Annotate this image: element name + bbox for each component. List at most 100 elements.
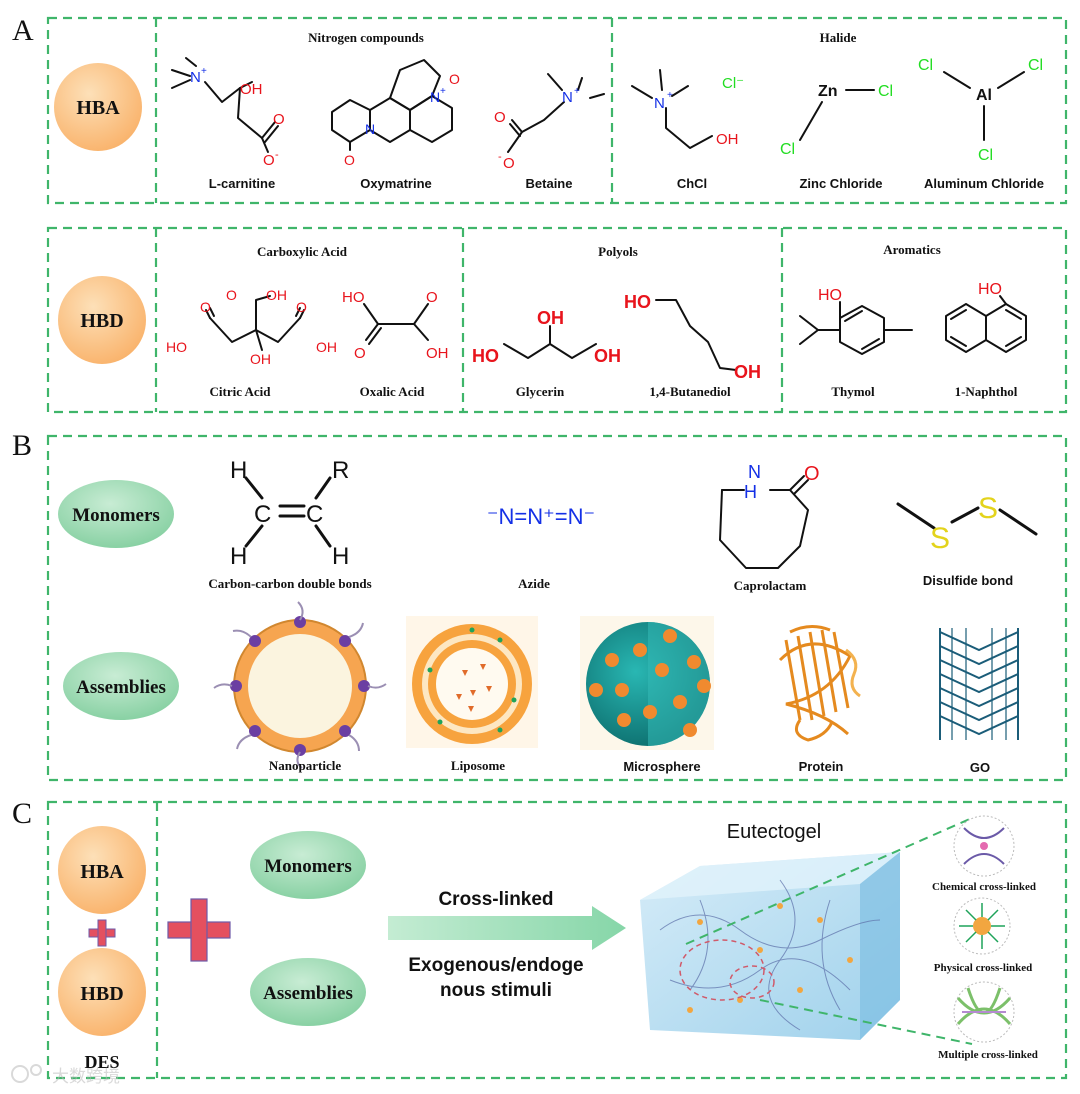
hba-badge-label: HBA [76,97,120,119]
group-title-polyols: Polyols [598,244,638,259]
svg-text:N: N [654,95,665,112]
chemical-crosslink-inset [953,815,1015,877]
label-naphthol: 1-Naphthol [955,384,1018,399]
label-go: GO [970,760,990,775]
label-betaine: Betaine [526,176,573,191]
svg-text:H: H [744,482,757,502]
hba-badge [54,63,142,151]
svg-text:N: N [748,462,761,482]
assemblies-badge [63,652,179,720]
liposome-illustration [406,616,538,748]
label-disulfide: Disulfide bond [923,573,1013,588]
c-hbd-badge [58,948,146,1036]
go-illustration [939,628,1019,740]
svg-text:Cl⁻: Cl⁻ [722,75,744,92]
svg-text:O: O [503,155,515,172]
cross-link-arrow [388,906,626,950]
svg-text:HO: HO [342,289,365,306]
zinc-chloride-structure: Zn Cl Cl [780,83,893,158]
c-assemblies-label: Assemblies [263,983,353,1004]
svg-text:-: - [498,151,502,163]
svg-text:HO: HO [818,287,842,304]
svg-text:O: O [426,289,438,306]
label-multiple-crosslink: Multiple cross-linked [938,1049,1038,1061]
group-title-halide: Halide [820,30,857,45]
svg-text:H: H [230,457,247,484]
citric-acid-structure: O HO O OH OH O OH [166,287,337,367]
label-oxymatrine: Oxymatrine [360,176,432,191]
label-protein: Protein [799,759,844,774]
assemblies-badge-label: Assemblies [76,677,166,698]
double-bond-structure: H R C C H H [230,457,349,570]
svg-text:Zn: Zn [818,83,838,100]
svg-text:N: N [430,89,440,105]
hba-row: HBA Nitrogen compounds Halide N + OH O O… [46,16,1068,205]
arrow-label-bottom-1: Exogenous/endoge [408,955,583,976]
svg-text:Cl: Cl [1028,57,1043,74]
svg-text:HO: HO [624,292,651,312]
betaine-structure: N + O O - [494,73,605,172]
label-thymol: Thymol [831,384,875,399]
label-l-carnitine: L-carnitine [209,176,275,191]
group-title-carboxylic: Carboxylic Acid [257,244,348,259]
label-oxalic-acid: Oxalic Acid [360,384,425,399]
svg-text:Cl: Cl [978,147,993,164]
svg-text:O: O [344,152,355,168]
large-plus-icon [167,898,231,962]
label-double-bond: Carbon-carbon double bonds [208,576,371,591]
multiple-crosslink-inset [953,981,1015,1043]
svg-text:Cl: Cl [780,141,795,158]
label-microsphere: Microsphere [623,759,700,774]
svg-text:+: + [440,86,446,97]
svg-text:S: S [930,522,950,555]
zoom-lines [685,817,973,1045]
svg-text:HO: HO [166,339,187,355]
c-hba-label: HBA [80,861,124,883]
naphthol-structure: HO [945,281,1027,353]
watermark: 大数跨境 [11,1064,120,1086]
group-title-nitrogen: Nitrogen compounds [308,30,424,45]
caprolactam-structure: H N O [719,462,820,569]
label-glycerin: Glycerin [516,384,565,399]
svg-text:H: H [230,543,247,570]
eutectogel-cube [640,852,900,1040]
svg-text:OH: OH [250,351,271,367]
label-citric-acid: Citric Acid [209,384,271,399]
physical-crosslink-inset [953,897,1011,955]
svg-text:O: O [804,463,820,485]
label-azide: Azide [518,576,550,591]
svg-text:-: - [275,149,279,161]
svg-text:OH: OH [716,131,739,148]
svg-text:C: C [254,501,271,528]
svg-text:O: O [263,152,275,169]
svg-text:+: + [574,86,580,97]
butanediol-structure: HO OH [624,292,761,382]
svg-text:Al: Al [976,87,992,104]
label-nanoparticle: Nanoparticle [269,758,341,773]
disulfide-structure: S S [896,492,1038,555]
protein-illustration [778,625,861,742]
glycerin-structure: HO OH OH [472,308,621,366]
hbd-row: HBD Carboxylic Acid Polyols Aromatics O … [46,226,1068,414]
c-hbd-label: HBD [80,983,123,1005]
svg-text:O: O [200,299,211,315]
svg-text:HO: HO [978,281,1002,298]
hbd-badge-label: HBD [80,310,123,332]
svg-text:Cl: Cl [878,83,893,100]
svg-text:OH: OH [426,345,449,362]
svg-text:O: O [494,109,506,126]
panel-c: HBA HBD DES Monomers Assemblies Cross-li… [46,800,1068,1080]
svg-text:O: O [449,71,460,87]
oxymatrine-structure: N N + O O [331,59,460,168]
svg-text:OH: OH [240,81,263,98]
arrow-label-bottom-2: nous stimuli [440,980,552,1001]
c-monomers-label: Monomers [264,856,352,877]
eutectogel-title: Eutectogel [727,821,822,843]
group-title-aromatics: Aromatics [883,242,941,257]
panel-letter-c: C [12,797,32,830]
svg-text:大数跨境: 大数跨境 [52,1067,120,1086]
label-butanediol: 1,4-Butanediol [649,384,731,399]
aluminum-chloride-structure: Al Cl Cl Cl [918,57,1043,164]
label-physical-crosslink: Physical cross-linked [934,962,1033,974]
svg-text:N: N [562,89,573,106]
